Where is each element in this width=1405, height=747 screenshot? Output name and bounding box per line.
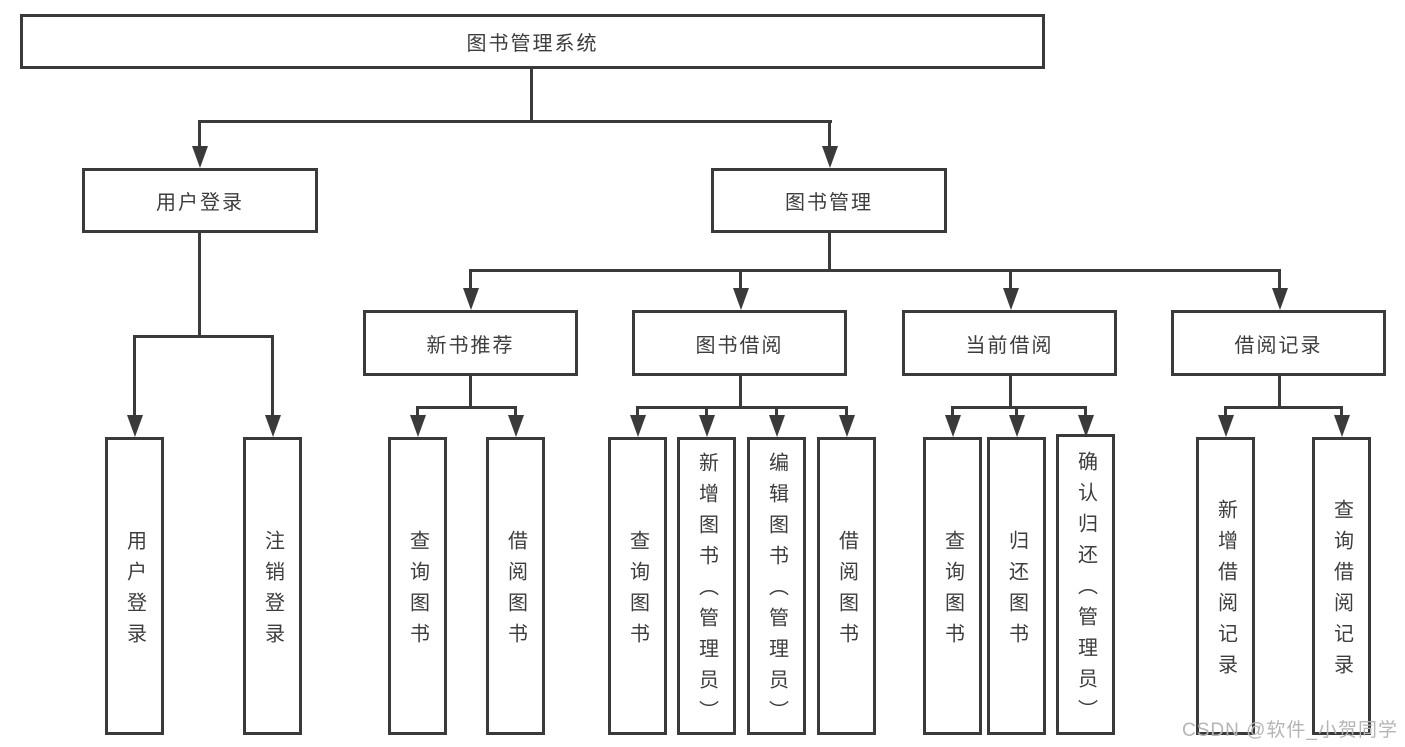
- leaf-user-login-label: 用户登录: [123, 529, 146, 654]
- connector: [1015, 406, 1018, 418]
- node-book-management-label: 图书管理: [785, 192, 873, 214]
- node-user-login: 用户登录: [82, 168, 318, 233]
- node-current-borrow-label: 当前借阅: [965, 334, 1054, 357]
- arrowhead-down-icon: [733, 288, 749, 310]
- node-borrow-records: 借阅记录: [1171, 310, 1386, 376]
- arrowhead-down-icon: [1003, 288, 1019, 310]
- leaf-return-books: 归还图书: [987, 437, 1046, 735]
- connector: [133, 335, 274, 338]
- leaf-query-books-current-label: 查询图书: [941, 529, 964, 654]
- connector: [828, 120, 831, 148]
- connector: [828, 233, 831, 272]
- leaf-return-books-label: 归还图书: [1005, 529, 1028, 654]
- arrowhead-down-icon: [1009, 415, 1025, 437]
- connector: [469, 376, 472, 409]
- node-user-login-label: 用户登录: [156, 192, 244, 214]
- connector: [951, 406, 1087, 409]
- connector: [1084, 406, 1087, 418]
- leaf-query-books-newbooks-label: 查询图书: [406, 529, 429, 654]
- leaf-borrow-books-newbooks: 借阅图书: [486, 437, 545, 735]
- arrowhead-down-icon: [822, 146, 838, 168]
- connector: [1340, 406, 1343, 418]
- connector: [1224, 406, 1227, 418]
- connector: [1009, 376, 1012, 409]
- leaf-add-borrow-record-label: 新增借阅记录: [1214, 498, 1237, 685]
- node-new-books-label: 新书推荐: [426, 334, 515, 357]
- connector: [1278, 269, 1281, 290]
- arrowhead-down-icon: [630, 415, 646, 437]
- arrowhead-down-icon: [463, 288, 479, 310]
- arrowhead-down-icon: [699, 415, 715, 437]
- arrowhead-down-icon: [127, 415, 143, 437]
- connector: [271, 335, 274, 417]
- arrowhead-down-icon: [1272, 288, 1288, 310]
- leaf-query-books-borrow-label: 查询图书: [626, 529, 649, 654]
- connector: [1278, 376, 1281, 409]
- arrowhead-down-icon: [1218, 415, 1234, 437]
- leaf-query-borrow-record: 查询借阅记录: [1312, 437, 1371, 735]
- leaf-query-borrow-record-label: 查询借阅记录: [1330, 498, 1353, 685]
- leaf-logout: 注销登录: [243, 437, 302, 735]
- leaf-edit-book-admin-label: 编辑图书（管理员）: [765, 452, 788, 731]
- connector: [198, 233, 201, 338]
- connector: [775, 406, 778, 418]
- arrowhead-down-icon: [769, 415, 785, 437]
- connector: [530, 69, 533, 122]
- connector: [416, 406, 517, 409]
- connector: [469, 269, 1281, 272]
- arrowhead-down-icon: [945, 415, 961, 437]
- node-new-books: 新书推荐: [363, 310, 578, 376]
- connector: [416, 406, 419, 418]
- arrowhead-down-icon: [1334, 415, 1350, 437]
- connector: [739, 376, 742, 409]
- connector: [705, 406, 708, 418]
- leaf-add-book-admin: 新增图书（管理员）: [677, 437, 736, 735]
- leaf-query-books-newbooks: 查询图书: [388, 437, 447, 735]
- watermark: CSDN @软件_小贺同学: [1182, 720, 1398, 741]
- node-root: 图书管理系统: [20, 14, 1045, 69]
- leaf-confirm-return-admin: 确认归还（管理员）: [1056, 434, 1115, 735]
- node-borrow-records-label: 借阅记录: [1234, 334, 1323, 357]
- leaf-user-login: 用户登录: [105, 437, 164, 735]
- connector: [1009, 269, 1012, 290]
- arrowhead-down-icon: [839, 415, 855, 437]
- node-book-borrow: 图书借阅: [632, 310, 847, 376]
- leaf-query-books-current: 查询图书: [923, 437, 982, 735]
- node-current-borrow: 当前借阅: [902, 310, 1117, 376]
- node-book-management: 图书管理: [711, 168, 947, 233]
- connector: [198, 120, 832, 123]
- connector: [1224, 406, 1343, 409]
- arrowhead-down-icon: [1078, 415, 1094, 437]
- connector: [636, 406, 639, 418]
- leaf-add-book-admin-label: 新增图书（管理员）: [695, 452, 718, 731]
- connector: [739, 269, 742, 290]
- leaf-add-borrow-record: 新增借阅记录: [1196, 437, 1255, 735]
- arrowhead-down-icon: [265, 415, 281, 437]
- arrowhead-down-icon: [508, 415, 524, 437]
- leaf-borrow-books-borrow: 借阅图书: [817, 437, 876, 735]
- leaf-query-books-borrow: 查询图书: [608, 437, 667, 735]
- connector: [845, 406, 848, 418]
- leaf-borrow-books-newbooks-label: 借阅图书: [504, 529, 527, 654]
- connector: [514, 406, 517, 418]
- leaf-logout-label: 注销登录: [261, 529, 284, 654]
- connector: [133, 335, 136, 417]
- arrowhead-down-icon: [192, 146, 208, 168]
- node-book-borrow-label: 图书借阅: [695, 334, 784, 357]
- leaf-confirm-return-admin-label: 确认归还（管理员）: [1074, 450, 1097, 730]
- connector: [636, 406, 848, 409]
- connector: [951, 406, 954, 418]
- arrowhead-down-icon: [410, 415, 426, 437]
- leaf-edit-book-admin: 编辑图书（管理员）: [747, 437, 806, 735]
- leaf-borrow-books-borrow-label: 借阅图书: [835, 529, 858, 654]
- connector: [198, 120, 201, 148]
- node-root-label: 图书管理系统: [466, 33, 599, 55]
- connector: [469, 269, 472, 290]
